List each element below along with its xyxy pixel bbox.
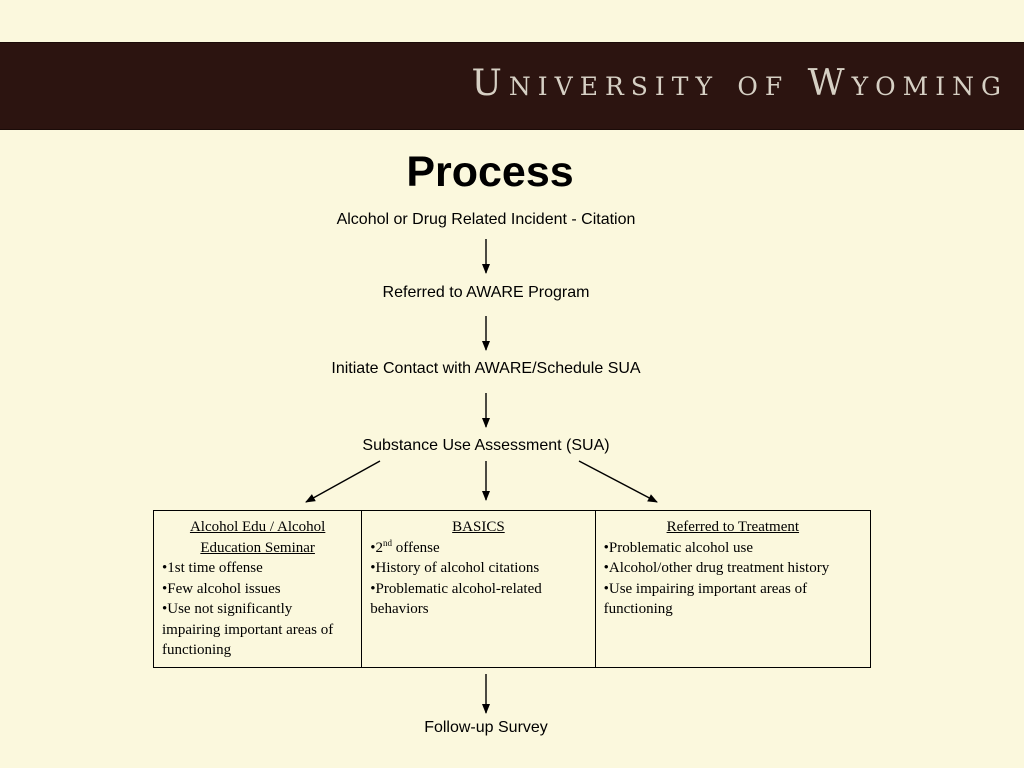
option-basics: BASICS 2nd offense History of alcohol ci… [361, 510, 596, 668]
option-heading: Alcohol Edu / Alcohol Education Seminar [189, 519, 326, 556]
option-bullet: Problematic alcohol use [604, 538, 862, 559]
option-bullet: Alcohol/other drug treatment history [604, 558, 862, 579]
step-follow-up-survey: Follow-up Survey [424, 719, 548, 736]
arrow-assessment-to-treatment [578, 460, 658, 503]
option-bullet: History of alcohol citations [370, 558, 586, 579]
offense-text: offense [392, 539, 440, 556]
option-heading: BASICS [452, 519, 505, 535]
step-incident: Alcohol or Drug Related Incident - Citat… [336, 211, 636, 228]
university-logo: University of Wyoming [471, 63, 1008, 104]
step-initiate-contact: Initiate Contact with AWARE/Schedule SUA [331, 360, 641, 377]
option-bullet: Problematic alcohol-related behaviors [370, 579, 586, 620]
step-assessment: Substance Use Assessment (SUA) [362, 437, 610, 454]
option-heading: Referred to Treatment [666, 519, 800, 535]
table-row: Alcohol Edu / Alcohol Education Seminar … [152, 510, 872, 668]
option-bullet: Few alcohol issues [162, 579, 353, 600]
option-bullet: 2nd offense [370, 538, 586, 559]
option-alcohol-edu: Alcohol Edu / Alcohol Education Seminar … [152, 510, 363, 668]
university-banner: University of Wyoming [0, 42, 1024, 130]
arrow-assessment-to-alcohol-edu [305, 460, 381, 503]
option-bullet: Use not significantly impairing importan… [162, 599, 353, 661]
option-referred-to-treatment: Referred to Treatment Problematic alcoho… [594, 510, 872, 668]
option-bullet: 1st time offense [162, 558, 353, 579]
ordinal-suffix: nd [383, 537, 393, 548]
step-referred: Referred to AWARE Program [382, 284, 590, 301]
offense-number: 2 [375, 539, 384, 556]
option-bullet: Use impairing important areas of functio… [604, 579, 862, 620]
intervention-options-table: Alcohol Edu / Alcohol Education Seminar … [152, 510, 872, 668]
slide-title: Process [406, 148, 574, 196]
